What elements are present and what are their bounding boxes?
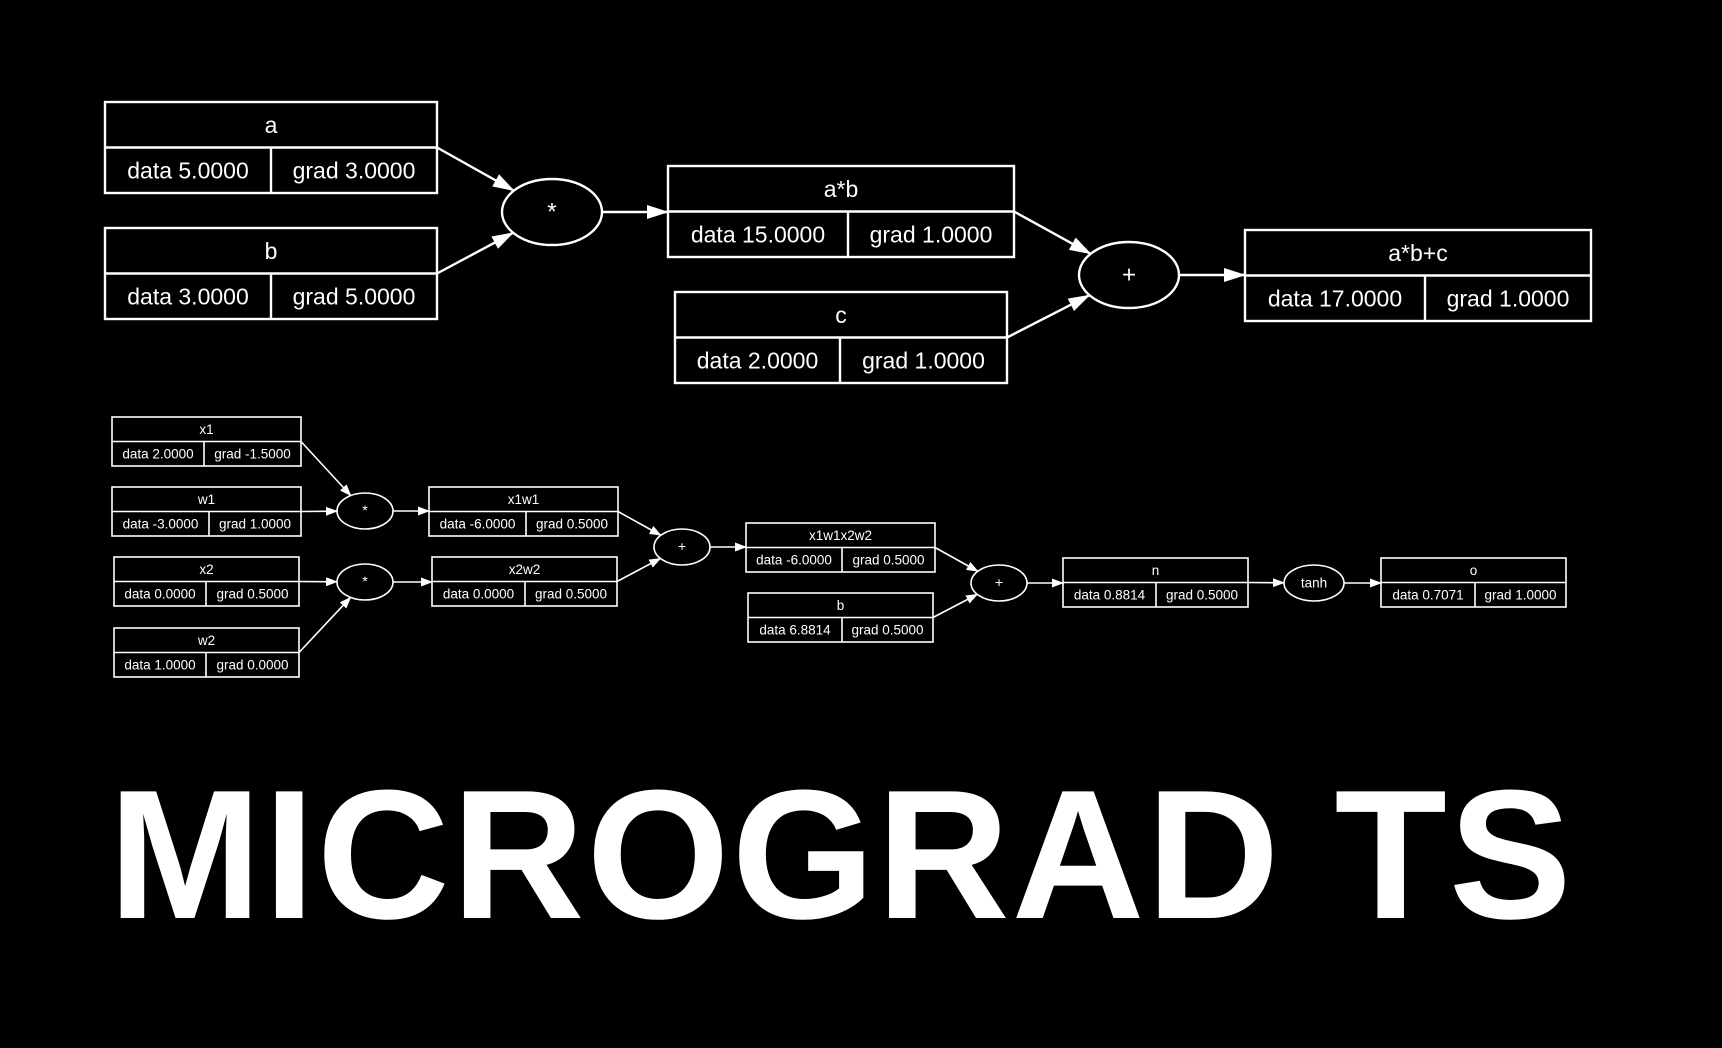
value-node-x2: x2 data 0.0000 grad 0.5000: [113, 556, 300, 607]
edge-x1-to-mul1: [300, 440, 352, 497]
value-node-data: data 15.0000: [691, 221, 825, 247]
value-node-grad: grad 3.0000: [293, 157, 416, 183]
op-node-mul2: *: [336, 563, 394, 601]
value-node-ab: a*b data 15.0000 grad 1.0000: [666, 164, 1016, 259]
node-layer: a data 5.0000 grad 3.0000 b data 3.0000 grad …: [103, 100, 1593, 678]
edge-x2w2-to-add1: [616, 557, 662, 583]
op-node-add: +: [1077, 240, 1181, 310]
value-node-label: a*b: [824, 176, 859, 202]
value-node-data: data 5.0000: [127, 157, 249, 183]
value-node-grad: grad 1.0000: [862, 347, 985, 373]
value-node-x2w2: x2w2 data 0.0000 grad 0.5000: [431, 556, 618, 607]
graph-2: x1 data 2.0000 grad -1.5000 w1 data -3.0000 g…: [111, 416, 1567, 678]
value-node-label: a*b+c: [1388, 240, 1447, 266]
value-node-label: x1w1: [508, 492, 540, 507]
value-node-label: n: [1152, 563, 1160, 578]
op-node-label: +: [995, 575, 1003, 591]
op-node-mul1: *: [336, 492, 394, 530]
op-node-ellipse: [1283, 564, 1345, 602]
value-node-data: data 0.8814: [1074, 587, 1146, 602]
value-node-data: data 3.0000: [127, 283, 249, 309]
graph-2-edges: [298, 440, 1382, 654]
value-node-data: data 0.0000: [443, 586, 514, 601]
value-node-data: data -3.0000: [123, 516, 199, 531]
value-node-grad: grad 1.0000: [1484, 587, 1556, 602]
op-node-ellipse: [970, 564, 1028, 602]
value-node-grad: grad -1.5000: [214, 446, 291, 461]
value-node-grad: grad 0.5000: [535, 586, 607, 601]
op-node-label: *: [362, 574, 368, 590]
value-node-o: o data 0.7071 grad 1.0000: [1380, 557, 1567, 608]
value-node-a: a data 5.0000 grad 3.0000: [103, 100, 439, 195]
value-node-c: c data 2.0000 grad 1.0000: [673, 290, 1009, 385]
op-node-ellipse: [336, 563, 394, 601]
value-node-data: data 2.0000: [697, 347, 819, 373]
value-node-data: data 0.7071: [1392, 587, 1463, 602]
value-node-label: x1w1x2w2: [809, 528, 872, 543]
value-node-grad: grad 5.0000: [293, 283, 416, 309]
edge-ab-to-add: [1013, 210, 1092, 255]
value-node-label: w2: [197, 633, 215, 648]
edge-w2-to-mul2: [298, 596, 352, 654]
value-node-n: n data 0.8814 grad 0.5000: [1062, 557, 1249, 608]
edge-a-to-mul: [436, 146, 515, 192]
value-node-data: data 1.0000: [124, 657, 195, 672]
op-node-ellipse: [336, 492, 394, 530]
op-node-label: +: [1122, 262, 1136, 289]
value-node-data: data 6.8814: [759, 622, 831, 637]
op-node-add2: +: [970, 564, 1028, 602]
edge-x1w1x2w2-to-add2: [934, 546, 979, 572]
value-node-label: x1: [199, 422, 213, 437]
value-node-grad: grad 1.0000: [870, 221, 993, 247]
value-node-grad: grad 0.5000: [536, 516, 608, 531]
value-node-grad: grad 0.5000: [851, 622, 923, 637]
value-node-label: b: [837, 598, 845, 613]
op-node-label: tanh: [1301, 576, 1327, 591]
edge-c-to-add: [1006, 294, 1091, 339]
value-node-data: data -6.0000: [756, 552, 832, 567]
value-node-x1w1: x1w1 data -6.0000 grad 0.5000: [428, 486, 619, 537]
value-node-grad: grad 1.0000: [219, 516, 291, 531]
value-node-label: c: [835, 302, 847, 328]
op-node-label: +: [678, 539, 686, 555]
op-node-mul: *: [500, 177, 604, 247]
value-node-grad: grad 0.5000: [1166, 587, 1238, 602]
banner-title: MICROGRAD TS: [108, 751, 1574, 957]
value-node-data: data 2.0000: [122, 446, 193, 461]
value-node-label: b: [265, 238, 278, 264]
value-node-data: data 17.0000: [1268, 285, 1402, 311]
value-node-data: data 0.0000: [124, 586, 195, 601]
value-node-label: a: [265, 112, 278, 138]
edge-bias-to-add2: [932, 593, 979, 619]
value-node-b: b data 3.0000 grad 5.0000: [103, 226, 439, 321]
op-node-add1: +: [653, 528, 711, 566]
edge-x1w1-to-add1: [617, 510, 662, 536]
op-node-ellipse: [500, 177, 604, 247]
value-node-label: w1: [197, 492, 215, 507]
value-node-bias: b data 6.8814 grad 0.5000: [747, 592, 934, 643]
op-node-ellipse: [653, 528, 711, 566]
value-node-data: data -6.0000: [440, 516, 516, 531]
value-node-label: x2w2: [509, 562, 541, 577]
value-node-x1w1x2w2: x1w1x2w2 data -6.0000 grad 0.5000: [745, 522, 936, 573]
value-node-grad: grad 1.0000: [1447, 285, 1570, 311]
op-node-tanh: tanh: [1283, 564, 1345, 602]
graph-1-edges: [436, 146, 1246, 339]
value-node-grad: grad 0.0000: [216, 657, 288, 672]
value-node-abc: a*b+c data 17.0000 grad 1.0000: [1243, 228, 1593, 323]
value-node-x1: x1 data 2.0000 grad -1.5000: [111, 416, 302, 467]
op-node-ellipse: [1077, 240, 1181, 310]
graph-1: a data 5.0000 grad 3.0000 b data 3.0000 grad …: [103, 100, 1593, 385]
edge-layer: [298, 146, 1382, 654]
edge-b-to-mul: [436, 231, 515, 275]
op-node-label: *: [547, 199, 557, 226]
value-node-w1: w1 data -3.0000 grad 1.0000: [111, 486, 302, 537]
value-node-grad: grad 0.5000: [216, 586, 288, 601]
value-node-grad: grad 0.5000: [852, 552, 924, 567]
op-node-label: *: [362, 503, 368, 519]
value-node-label: o: [1470, 563, 1478, 578]
value-node-label: x2: [199, 562, 213, 577]
